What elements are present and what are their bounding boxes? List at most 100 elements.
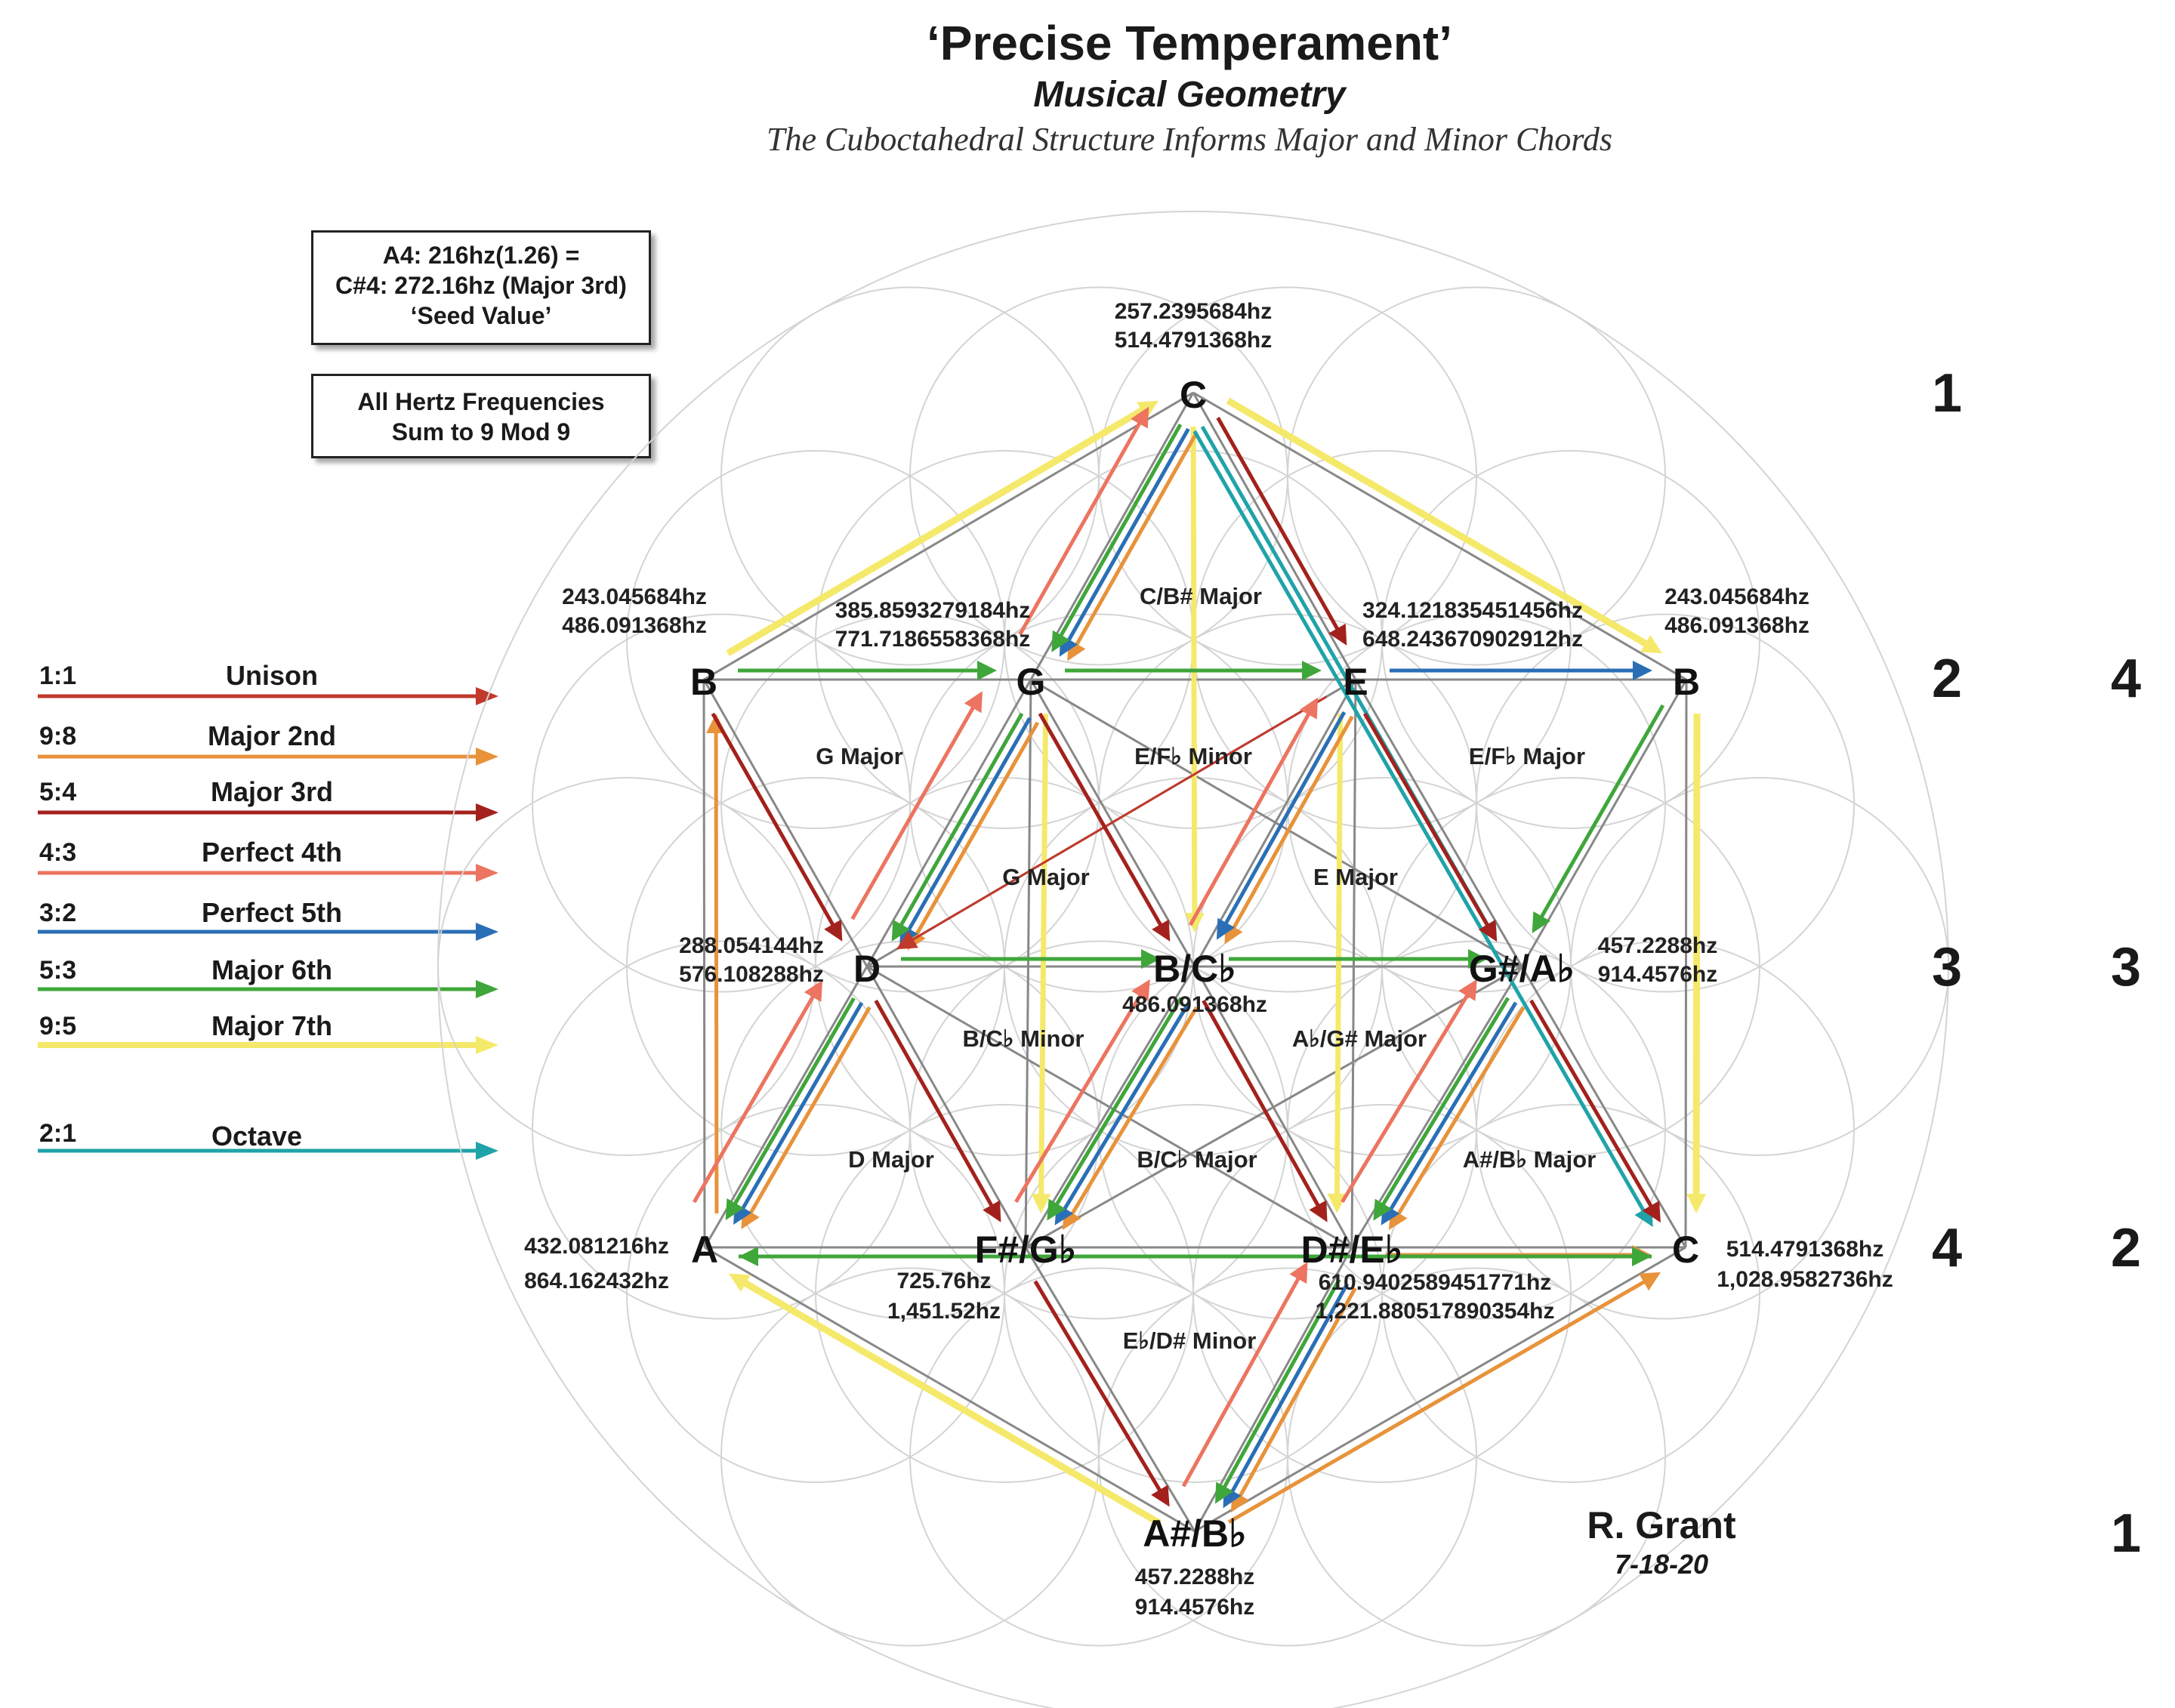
- sum-line: All Hertz Frequencies: [357, 388, 605, 415]
- note-b-left: B: [690, 661, 717, 703]
- legend-name: Perfect 4th: [201, 837, 343, 868]
- interval-arrow: [1229, 715, 1354, 934]
- interval-arrow: [907, 695, 1327, 944]
- hz-b-right-1: 243.045684hz: [1664, 584, 1809, 609]
- note-a-sharp-b-flat: A#/B♭: [1143, 1512, 1247, 1555]
- note-g: G: [1017, 661, 1046, 703]
- arrow-head: [1215, 1481, 1233, 1504]
- interval-arrow: [1033, 1280, 1165, 1497]
- hz-a-2: 864.162432hz: [524, 1269, 669, 1293]
- structure-edge: [1194, 1246, 1686, 1533]
- chord-label: D Major: [848, 1146, 934, 1173]
- legend-name: Perfect 5th: [201, 897, 343, 928]
- chord-label: A♭/G# Major: [1292, 1025, 1427, 1052]
- sum-line: Sum to 9 Mod 9: [391, 418, 571, 445]
- interval-arrow: [1394, 1006, 1526, 1219]
- interval-arrow: [1226, 397, 1652, 650]
- interval-arrow: [1221, 711, 1347, 930]
- interval-arrow: [1057, 423, 1183, 642]
- seed-line: A4: 216hz(1.26) =: [382, 242, 580, 269]
- chord-label: A#/B♭ Major: [1463, 1146, 1597, 1173]
- legend-ratio: 2:1: [39, 1119, 77, 1148]
- arrow-head: [1458, 979, 1477, 1001]
- row-number-left: 3: [1931, 937, 1963, 997]
- arrow-head: [983, 1200, 1001, 1222]
- note-c-top: C: [1180, 374, 1207, 416]
- interval-arrow: [1386, 1001, 1518, 1215]
- interval-arrow: [850, 701, 978, 920]
- structure-edge: [703, 391, 1194, 681]
- arrow-head: [977, 661, 997, 680]
- legend-arrow-perfect-5th: [38, 923, 498, 941]
- chord-label: E/F♭ Major: [1469, 743, 1585, 769]
- row-number-left: 4: [1931, 1218, 1963, 1278]
- structure-edge: [866, 965, 1353, 1249]
- interval-arrow: [738, 1001, 864, 1214]
- interval-arrow: [1228, 1282, 1350, 1497]
- row-number-left: 2: [1931, 649, 1963, 709]
- hz-e-2: 648.243670902912hz: [1362, 627, 1583, 652]
- structure-edge: [865, 966, 1027, 1248]
- structure-edge: [1192, 392, 1357, 680]
- legend-arrow-major-2nd: [38, 748, 498, 766]
- hz-b-left-2: 486.091368hz: [562, 613, 707, 638]
- interval-arrow: [730, 997, 856, 1210]
- hz-a-sharp-2: 914.4576hz: [1135, 1595, 1254, 1620]
- interval-arrow: [1362, 712, 1492, 931]
- row-number-left: 1: [1931, 363, 1963, 424]
- structure-edge: [865, 679, 1032, 967]
- arrow-head: [1632, 1247, 1652, 1266]
- arrow-head: [1302, 661, 1322, 680]
- structure-edge: [702, 679, 868, 967]
- legend-ratio: 9:5: [39, 1012, 77, 1041]
- arrow-head: [896, 930, 918, 950]
- hz-f-sharp-1: 725.76hz: [896, 1269, 991, 1293]
- interval-arrow: [1378, 997, 1510, 1210]
- hz-a-sharp-1: 457.2288hz: [1135, 1565, 1254, 1589]
- seed-line: C#4: 272.16hz (Major 3rd): [335, 272, 627, 299]
- interval-arrow: [1014, 990, 1145, 1204]
- arrow-head: [1478, 920, 1498, 942]
- seed-line: ‘Seed Value’: [410, 302, 552, 329]
- interval-arrow: [904, 717, 1032, 936]
- interval-arrow: [1038, 714, 1049, 1201]
- structure-edge: [704, 1246, 1195, 1533]
- legend-arrow-major-3rd: [38, 803, 498, 822]
- structure-edge: [1029, 392, 1195, 680]
- arrow-head: [1309, 1200, 1328, 1222]
- arrow-head: [1289, 1262, 1308, 1284]
- structure-edge: [1192, 391, 1687, 681]
- arrow-head: [1216, 917, 1236, 940]
- legend-arrow-major-7th: [38, 1036, 498, 1054]
- arrow-head: [1640, 634, 1663, 654]
- arrow-head: [1051, 630, 1070, 652]
- structure-edge: [1193, 1247, 1353, 1532]
- interval-arrow: [896, 712, 1024, 931]
- interval-arrow: [1190, 426, 1198, 920]
- legend-name: Major 6th: [211, 954, 332, 985]
- interval-arrow: [1060, 1001, 1191, 1215]
- note-d-sharp-e-flat: D#/E♭: [1301, 1229, 1403, 1271]
- legend-ratio: 4:3: [39, 838, 77, 867]
- interval-arrow: [714, 726, 719, 1213]
- arrow-head: [728, 1273, 751, 1292]
- interval-arrow: [692, 991, 818, 1204]
- note-e: E: [1343, 661, 1368, 703]
- structure-edge: [1520, 679, 1688, 967]
- chord-label: C/B# Major: [1140, 583, 1262, 609]
- page-tagline: The Cuboctahedral Structure Informs Majo…: [767, 121, 1612, 158]
- interval-arrow: [1236, 1287, 1357, 1502]
- arrow-head: [1328, 623, 1347, 646]
- interval-arrow: [1018, 417, 1144, 636]
- page-subtitle: Musical Geometry: [1033, 75, 1346, 115]
- arrow-head: [1642, 1201, 1661, 1223]
- hz-g-sharp-1: 457.2288hz: [1598, 933, 1717, 958]
- chord-label: E/F♭ Minor: [1134, 743, 1252, 769]
- hz-c-right-2: 1,028.9582736hz: [1717, 1267, 1893, 1292]
- interval-arrow: [1202, 999, 1322, 1212]
- arrow-head: [1633, 661, 1652, 680]
- structure-edge: [1030, 678, 1522, 968]
- chord-label: E Major: [1313, 864, 1398, 890]
- structure-edge: [1350, 679, 1357, 1248]
- legend-arrow-octave: [38, 1142, 498, 1160]
